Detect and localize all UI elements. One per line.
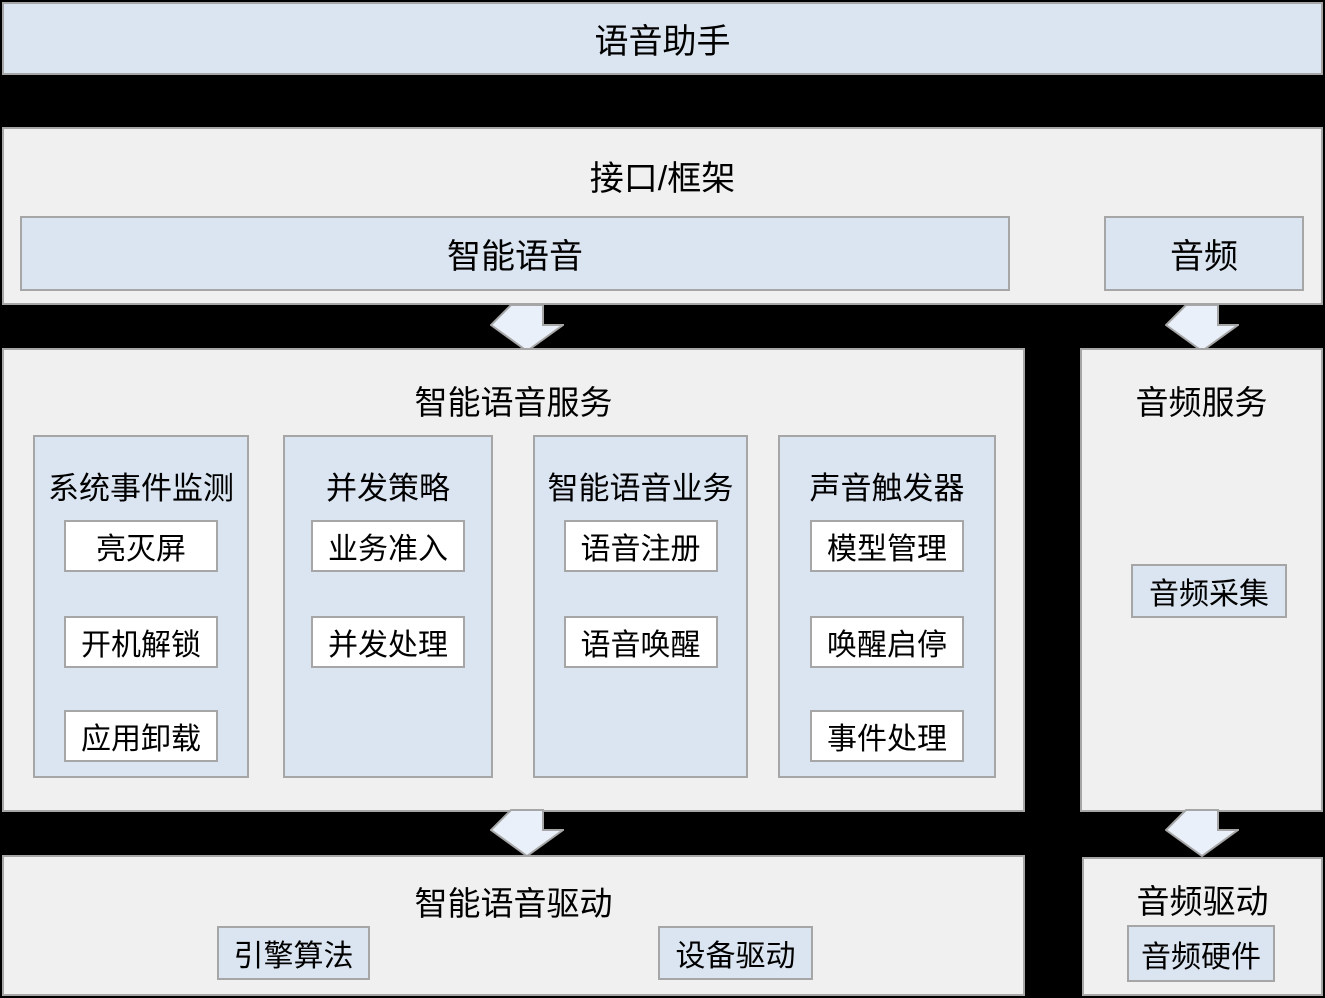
framework-voice-node: 智能语音: [20, 216, 1010, 291]
voice-driver-panel: 智能语音驱动 引擎算法 设备驱动: [2, 855, 1025, 996]
framework-audio-node: 音频: [1104, 216, 1304, 291]
node-audio-hardware: 音频硬件: [1127, 925, 1275, 982]
audio-service-panel: 音频服务 音频采集: [1080, 348, 1323, 812]
node-audio-capture: 音频采集: [1131, 564, 1287, 618]
node-voice-registration: 语音注册: [563, 520, 718, 572]
voice-assistant-bar: 语音助手: [2, 2, 1323, 75]
node-model-management: 模型管理: [810, 520, 964, 572]
node-app-uninstall: 应用卸载: [64, 710, 218, 762]
column-voice-business: 智能语音业务 语音注册 语音唤醒: [533, 435, 748, 778]
voice-driver-title: 智能语音驱动: [414, 885, 613, 922]
column-title: 智能语音业务: [547, 471, 734, 506]
audio-driver-title: 音频驱动: [1136, 883, 1269, 920]
column-title: 并发策略: [326, 471, 450, 506]
node-device-driver: 设备驱动: [658, 926, 813, 980]
voice-service-panel: 智能语音服务 系统事件监测 亮灭屏 开机解锁 应用卸载 并发策略 业务准入 并发…: [2, 348, 1025, 812]
down-arrow-icon: [1165, 809, 1239, 857]
column-title: 系统事件监测: [48, 471, 234, 506]
column-sound-trigger: 声音触发器 模型管理 唤醒启停 事件处理: [778, 435, 996, 778]
down-arrow-icon: [490, 809, 564, 857]
framework-panel: 接口/框架 智能语音 音频: [2, 127, 1323, 305]
audio-driver-panel: 音频驱动 音频硬件: [1082, 857, 1323, 996]
node-screen-on-off: 亮灭屏: [64, 520, 218, 572]
voice-service-title: 智能语音服务: [414, 384, 613, 421]
down-arrow-icon: [1165, 304, 1239, 352]
node-service-admission: 业务准入: [311, 520, 465, 572]
down-arrow-icon: [490, 304, 564, 352]
node-boot-unlock: 开机解锁: [64, 616, 218, 668]
voice-assistant-label: 语音助手: [594, 23, 731, 61]
framework-title: 接口/框架: [589, 160, 736, 198]
column-title: 声音触发器: [809, 471, 965, 506]
node-engine-algorithm: 引擎算法: [217, 926, 370, 980]
framework-audio-label: 音频: [1170, 238, 1238, 276]
node-voice-wakeup: 语音唤醒: [563, 616, 718, 668]
column-concurrency-strategy: 并发策略 业务准入 并发处理: [283, 435, 493, 778]
audio-service-title: 音频服务: [1135, 384, 1268, 421]
node-concurrent-processing: 并发处理: [311, 616, 465, 668]
column-system-event-monitoring: 系统事件监测 亮灭屏 开机解锁 应用卸载: [33, 435, 249, 778]
framework-voice-label: 智能语音: [447, 238, 583, 276]
node-event-processing: 事件处理: [810, 710, 964, 762]
node-wakeup-start-stop: 唤醒启停: [810, 616, 964, 668]
